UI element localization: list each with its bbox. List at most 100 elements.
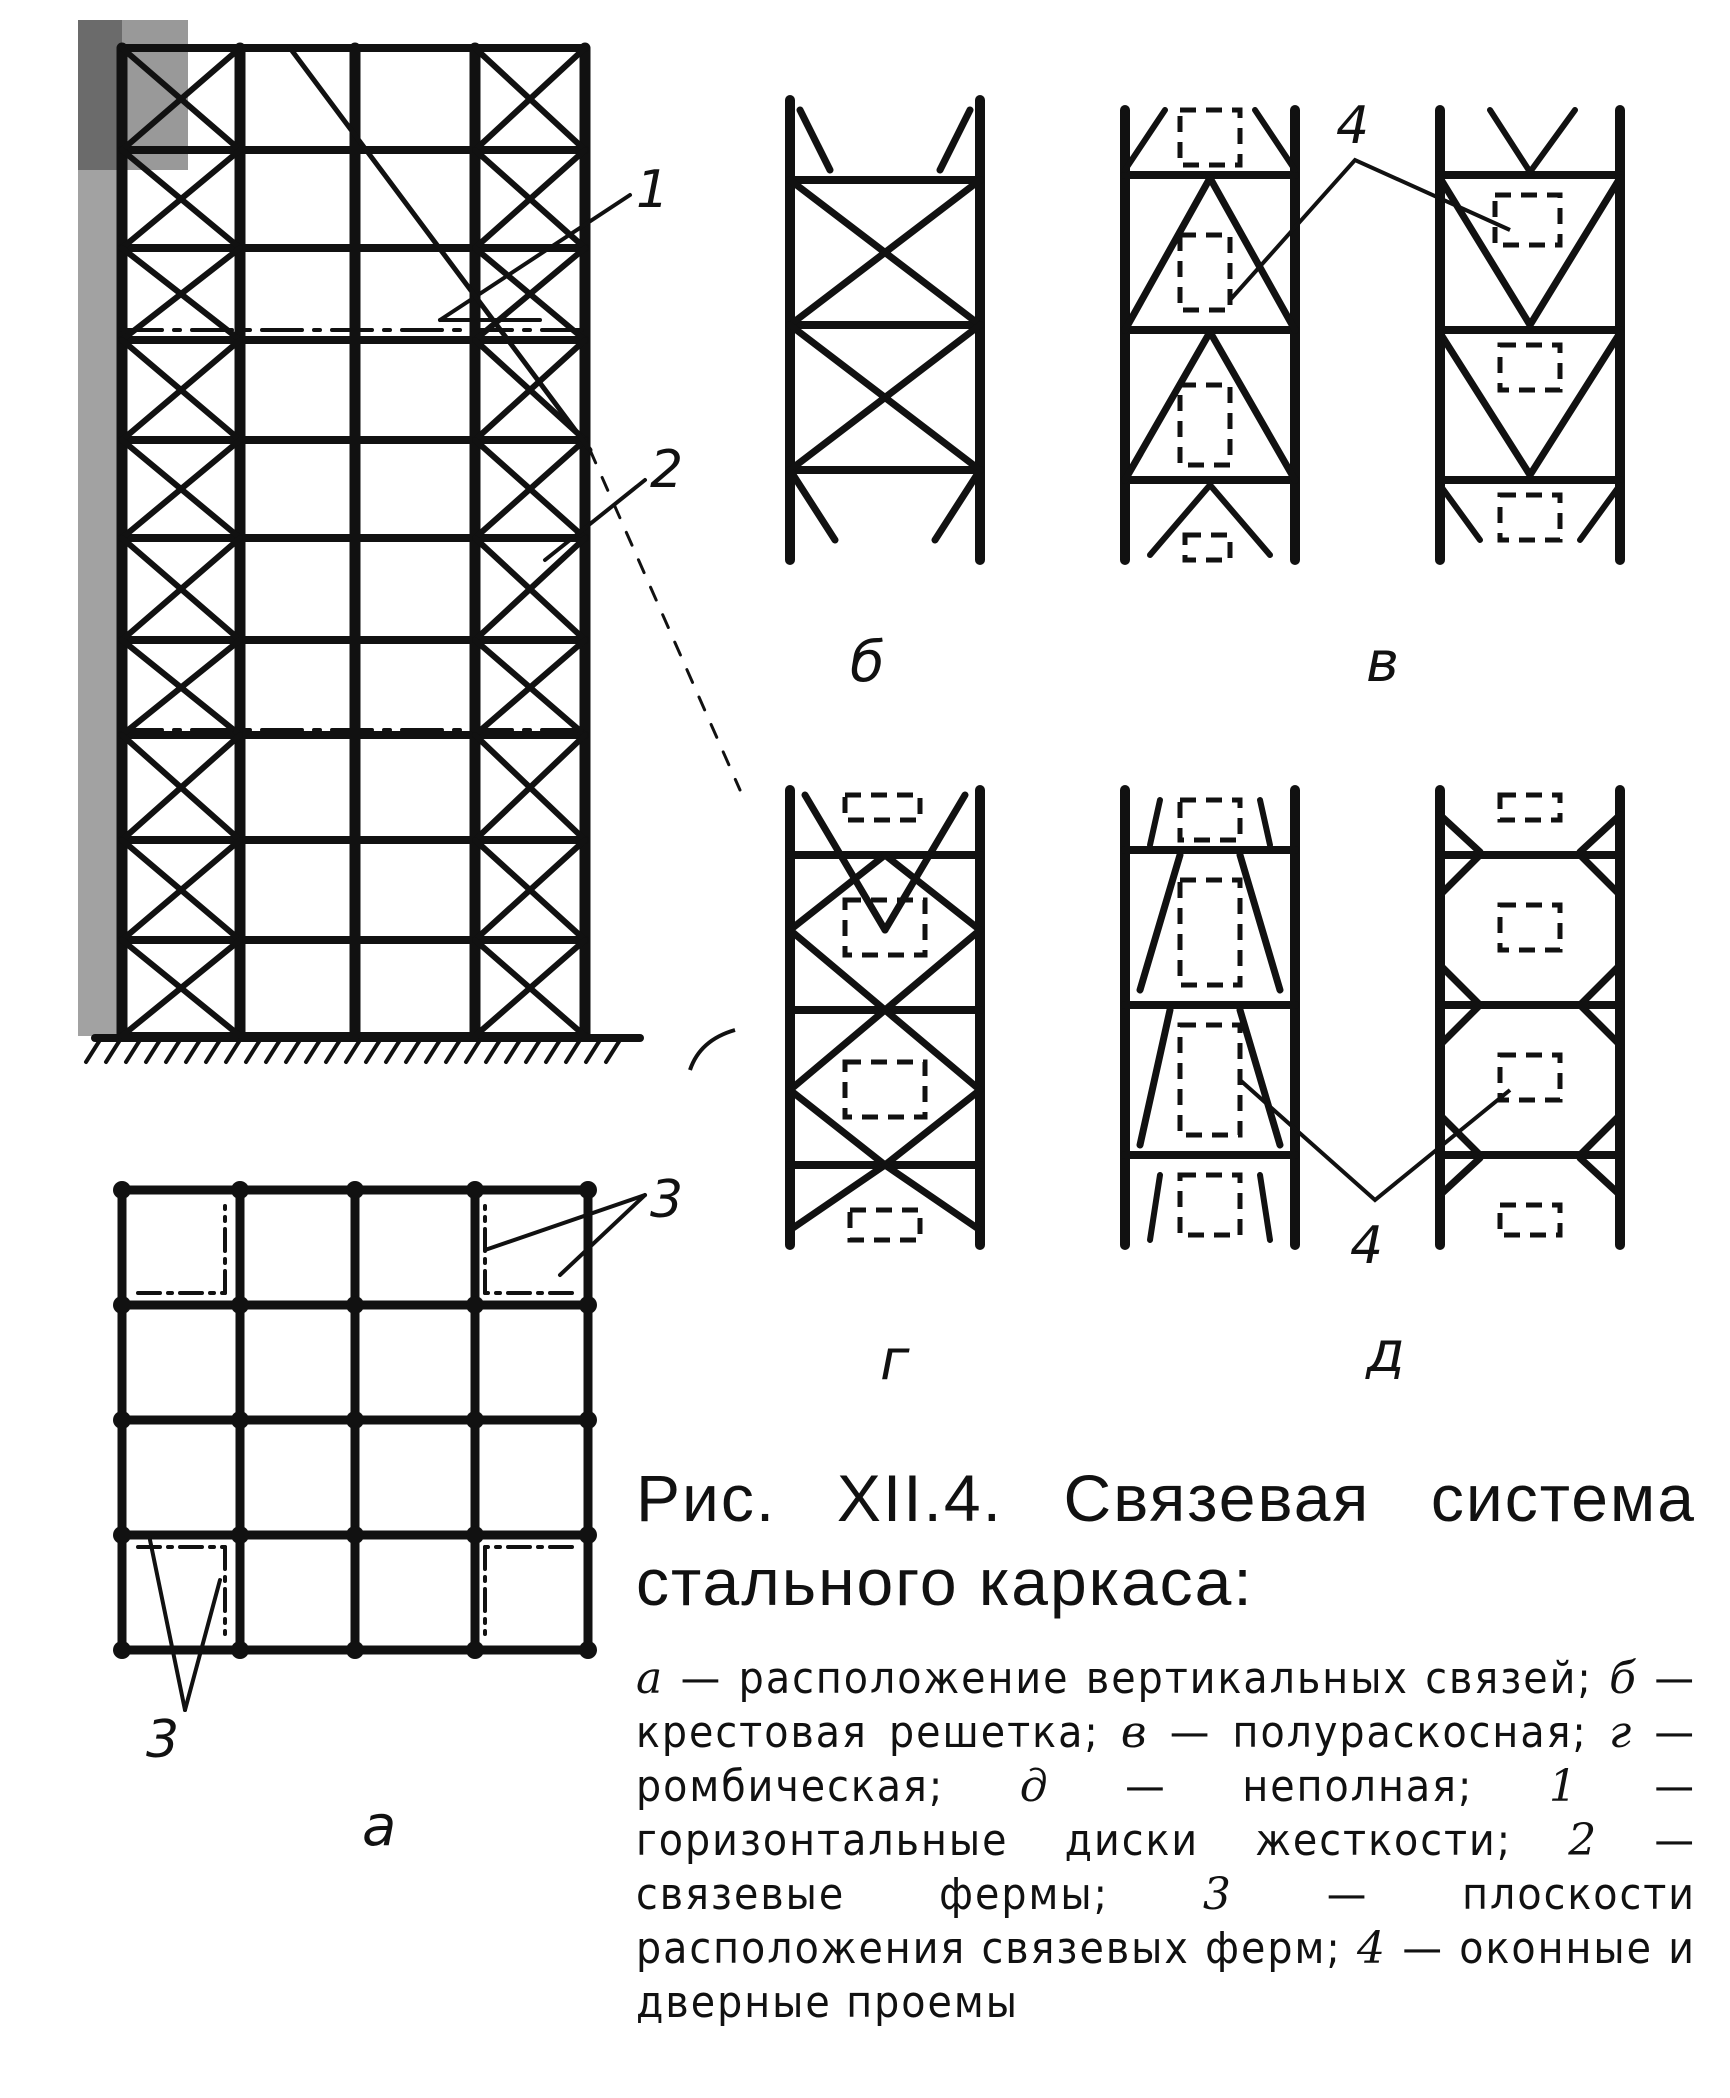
caption-body: а — расположение вертикальных связей; б … bbox=[636, 1652, 1696, 2030]
hatch-stroke bbox=[346, 1040, 360, 1062]
rhombus-brace bbox=[885, 1165, 980, 1230]
plan-node bbox=[466, 1641, 484, 1659]
hatch-stroke bbox=[166, 1040, 180, 1062]
opening-door bbox=[1180, 880, 1240, 985]
rhombus-brace bbox=[885, 795, 965, 930]
brace bbox=[1150, 800, 1160, 845]
rhombus-brace bbox=[885, 1090, 980, 1165]
opening-window bbox=[1180, 235, 1230, 310]
x-brace bbox=[475, 48, 585, 150]
hatch-stroke bbox=[86, 1040, 100, 1062]
caption-text-a: — расположение вертикальных связей; bbox=[664, 1653, 1610, 1704]
x-brace bbox=[122, 440, 240, 538]
panel-label-b: б bbox=[850, 630, 885, 695]
frame-plan bbox=[113, 1181, 597, 1659]
hatch-stroke bbox=[366, 1040, 380, 1062]
rhombus-brace bbox=[790, 1010, 885, 1090]
panel-label-v: в bbox=[1366, 630, 1400, 695]
half-diagonal bbox=[1210, 485, 1270, 555]
half-diagonal bbox=[1150, 485, 1210, 555]
opening-window bbox=[1500, 1055, 1560, 1100]
leader-lines bbox=[150, 48, 1510, 1710]
leader-3 bbox=[150, 1540, 185, 1710]
ground-hatching bbox=[86, 1038, 640, 1062]
knee-brace bbox=[1580, 1115, 1620, 1155]
x-brace bbox=[122, 340, 240, 440]
brace-stub bbox=[800, 110, 830, 170]
brace-stub bbox=[940, 110, 970, 170]
callout-3-bottom: 3 bbox=[146, 1710, 180, 1770]
brace bbox=[1125, 110, 1165, 170]
opening-door bbox=[1180, 1175, 1240, 1235]
opening-window bbox=[1500, 795, 1560, 820]
opening-window bbox=[1185, 535, 1230, 560]
callout-4-bottom: 4 bbox=[1350, 1216, 1384, 1276]
x-brace bbox=[122, 640, 240, 735]
hatch-stroke bbox=[306, 1040, 320, 1062]
x-brace bbox=[122, 940, 240, 1036]
x-brace bbox=[122, 150, 240, 248]
caption-key-d: д bbox=[1019, 1761, 1050, 1812]
half-diagonal bbox=[1530, 333, 1620, 475]
x-brace bbox=[475, 640, 585, 735]
caption-text-1: — горизонтальные диски жесткости; bbox=[636, 1761, 1696, 1866]
caption-key-2: 2 bbox=[1568, 1815, 1599, 1866]
brace bbox=[1260, 800, 1270, 845]
caption-title: Рис. XII.4. Связевая система стального к… bbox=[636, 1461, 1696, 1619]
plan-node bbox=[113, 1526, 131, 1544]
plan-node bbox=[579, 1411, 597, 1429]
x-brace bbox=[475, 248, 585, 340]
caption-text-b: — крестовая решетка; bbox=[636, 1653, 1696, 1758]
brace bbox=[1140, 855, 1180, 990]
hatch-stroke bbox=[286, 1040, 300, 1062]
plan-node bbox=[231, 1411, 249, 1429]
leader-4-bottom bbox=[1240, 1080, 1510, 1200]
hatch-stroke bbox=[206, 1040, 220, 1062]
opening-window bbox=[845, 795, 920, 820]
frame-elevation bbox=[78, 20, 585, 1036]
leader-3 bbox=[485, 1195, 645, 1250]
knee-brace bbox=[1440, 1158, 1480, 1195]
plan-node bbox=[231, 1296, 249, 1314]
section-mark bbox=[690, 1030, 735, 1070]
x-brace bbox=[122, 538, 240, 640]
caption-text-g: — ромбическая; bbox=[636, 1707, 1696, 1812]
rhombus-brace bbox=[885, 1010, 980, 1090]
plan-node bbox=[346, 1181, 364, 1199]
cross-bracing-panel bbox=[790, 100, 980, 560]
hatch-stroke bbox=[486, 1040, 500, 1062]
caption-key-3: 3 bbox=[1202, 1869, 1233, 1920]
plan-node bbox=[113, 1181, 131, 1199]
section-line bbox=[290, 48, 590, 450]
plan-node bbox=[113, 1296, 131, 1314]
rhombus-brace bbox=[805, 795, 885, 930]
cross-brace bbox=[790, 325, 980, 470]
callout-4-top: 4 bbox=[1336, 96, 1370, 156]
plan-node bbox=[579, 1526, 597, 1544]
rhombus-brace bbox=[790, 855, 885, 930]
x-brace bbox=[475, 340, 585, 440]
plan-node bbox=[231, 1641, 249, 1659]
brace bbox=[1240, 1010, 1280, 1145]
hatch-stroke bbox=[246, 1040, 260, 1062]
hatch-stroke bbox=[146, 1040, 160, 1062]
opening-window bbox=[845, 900, 925, 955]
knee-brace bbox=[1580, 1158, 1620, 1195]
plan-node bbox=[231, 1526, 249, 1544]
hatch-stroke bbox=[126, 1040, 140, 1062]
plan-node bbox=[113, 1411, 131, 1429]
x-brace bbox=[475, 440, 585, 538]
brace bbox=[1240, 855, 1280, 990]
plan-node bbox=[579, 1181, 597, 1199]
plan-node bbox=[113, 1641, 131, 1659]
hatch-stroke bbox=[526, 1040, 540, 1062]
knee-brace bbox=[1440, 965, 1480, 1005]
brace bbox=[1440, 485, 1480, 540]
opening-window bbox=[1500, 1205, 1560, 1235]
rhombus-brace bbox=[790, 1165, 885, 1230]
plan-node bbox=[579, 1296, 597, 1314]
shading-strip bbox=[78, 20, 122, 1036]
knee-brace bbox=[1580, 855, 1620, 895]
caption-text-d: — неполная; bbox=[1049, 1761, 1549, 1812]
brace bbox=[1490, 110, 1530, 172]
